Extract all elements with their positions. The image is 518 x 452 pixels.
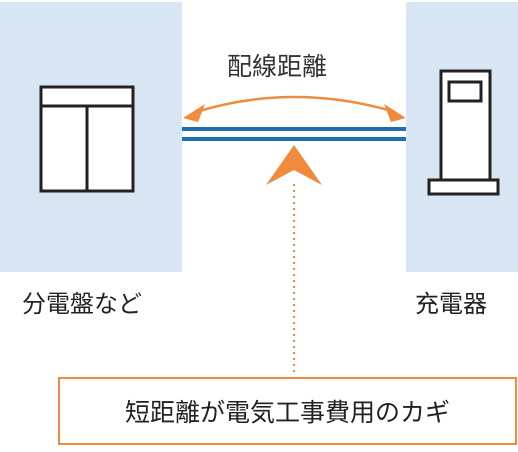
pointer-arrow bbox=[266, 145, 322, 372]
ev-charger-icon bbox=[427, 69, 500, 196]
wiring-distance-arrow bbox=[183, 95, 406, 122]
pointer-arrowhead bbox=[266, 145, 322, 185]
charger-label: 充電器 bbox=[415, 290, 487, 318]
distribution-board-icon bbox=[39, 85, 135, 193]
distribution-board-label: 分電盤など bbox=[22, 290, 142, 318]
arrowhead-left bbox=[183, 104, 205, 122]
wiring-distance-label: 配線距離 bbox=[227, 52, 328, 81]
wire bbox=[182, 127, 406, 141]
callout-box: 短距離が電気工事費用のカギ bbox=[58, 377, 517, 445]
arrowhead-right bbox=[384, 104, 406, 122]
callout-text: 短距離が電気工事費用のカギ bbox=[124, 398, 450, 427]
